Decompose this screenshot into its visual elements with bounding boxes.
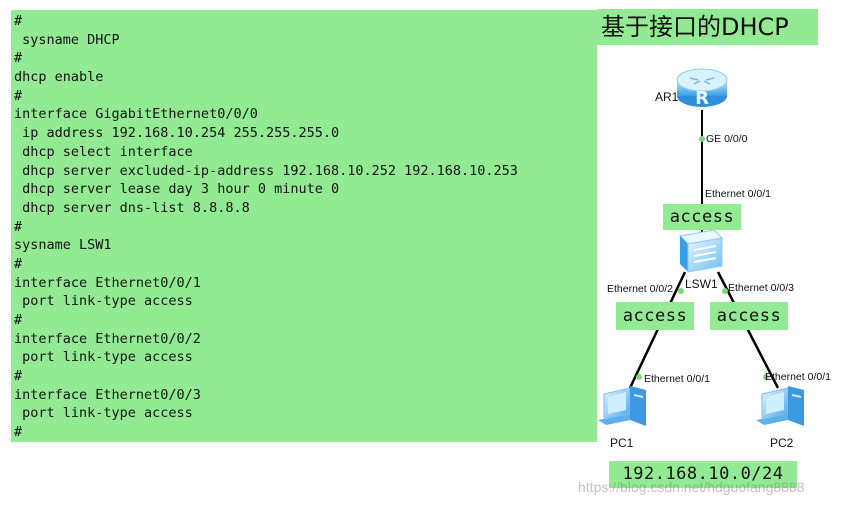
access-tag-top: access [663, 204, 741, 230]
config-panel: # sysname DHCP#dhcp enable#interface Gig… [11, 10, 597, 442]
config-line: port link-type access [14, 293, 193, 310]
config-line: dhcp select interface [14, 143, 193, 160]
access-tag-left: access [616, 302, 694, 330]
config-line: # [14, 368, 23, 385]
diagram-title: 基于接口的DHCP [597, 9, 818, 45]
pc2-icon[interactable] [756, 386, 804, 426]
port-dot-ar1-ge [699, 136, 705, 142]
watermark: https://blog.csdn.net/hdguofang8888 [578, 479, 805, 495]
config-line: # [14, 50, 23, 67]
config-lines: # sysname DHCP#dhcp enable#interface Gig… [14, 12, 597, 442]
config-line: # [14, 255, 23, 272]
port-dot-pc1 [636, 374, 642, 380]
config-line: # [14, 424, 23, 441]
config-line: interface Ethernet0/0/3 [14, 386, 201, 403]
config-line: dhcp server lease day 3 hour 0 minute 0 [14, 181, 340, 198]
device-label-pc2: PC2 [770, 436, 794, 450]
port-label-lsw1-e1: Ethernet 0/0/1 [705, 188, 771, 200]
link-lsw1-pc2 [716, 271, 780, 389]
port-label-lsw1-e2: Ethernet 0/0/2 [607, 283, 673, 295]
switch-icon[interactable] [678, 229, 724, 273]
config-line: interface Ethernet0/0/2 [14, 330, 201, 347]
port-dot-pc2 [763, 374, 769, 380]
subnet-tag: 192.168.10.0/24 [609, 461, 797, 488]
config-line: port link-type access [14, 349, 193, 366]
link-lsw1-pc1 [628, 271, 687, 389]
config-line: sysname LSW1 [14, 237, 112, 254]
config-line: ip address 192.168.10.254 255.255.255.0 [14, 125, 340, 142]
router-icon[interactable]: R [676, 68, 728, 109]
config-line: # [14, 87, 23, 104]
port-label-pc2: Ethernet 0/0/1 [765, 371, 831, 383]
port-dot-lsw1-e3 [722, 288, 728, 294]
pc1-icon[interactable] [598, 386, 646, 426]
config-line: interface Ethernet0/0/1 [14, 274, 201, 291]
svg-text:R: R [695, 88, 709, 109]
port-label-pc1: Ethernet 0/0/1 [644, 373, 710, 385]
config-line: sysname DHCP [14, 31, 120, 48]
config-line: dhcp enable [14, 69, 104, 86]
port-label-lsw1-e3: Ethernet 0/0/3 [728, 282, 794, 294]
config-line: dhcp server dns-list 8.8.8.8 [14, 199, 250, 216]
access-tag-right: access [710, 302, 788, 330]
config-line: # [14, 13, 23, 29]
port-label-ar1-ge: GE 0/0/0 [706, 133, 748, 145]
device-label-lsw1: LSW1 [685, 277, 718, 291]
config-line: port link-type access [14, 405, 193, 422]
config-line: # [14, 218, 23, 235]
config-line: # [14, 312, 23, 328]
device-label-pc1: PC1 [610, 436, 634, 450]
port-dot-lsw1-e2 [678, 288, 684, 294]
config-line: interface GigabitEthernet0/0/0 [14, 106, 258, 123]
config-line: dhcp server excluded-ip-address 192.168.… [14, 162, 518, 179]
device-label-ar1: AR1 [655, 90, 679, 104]
